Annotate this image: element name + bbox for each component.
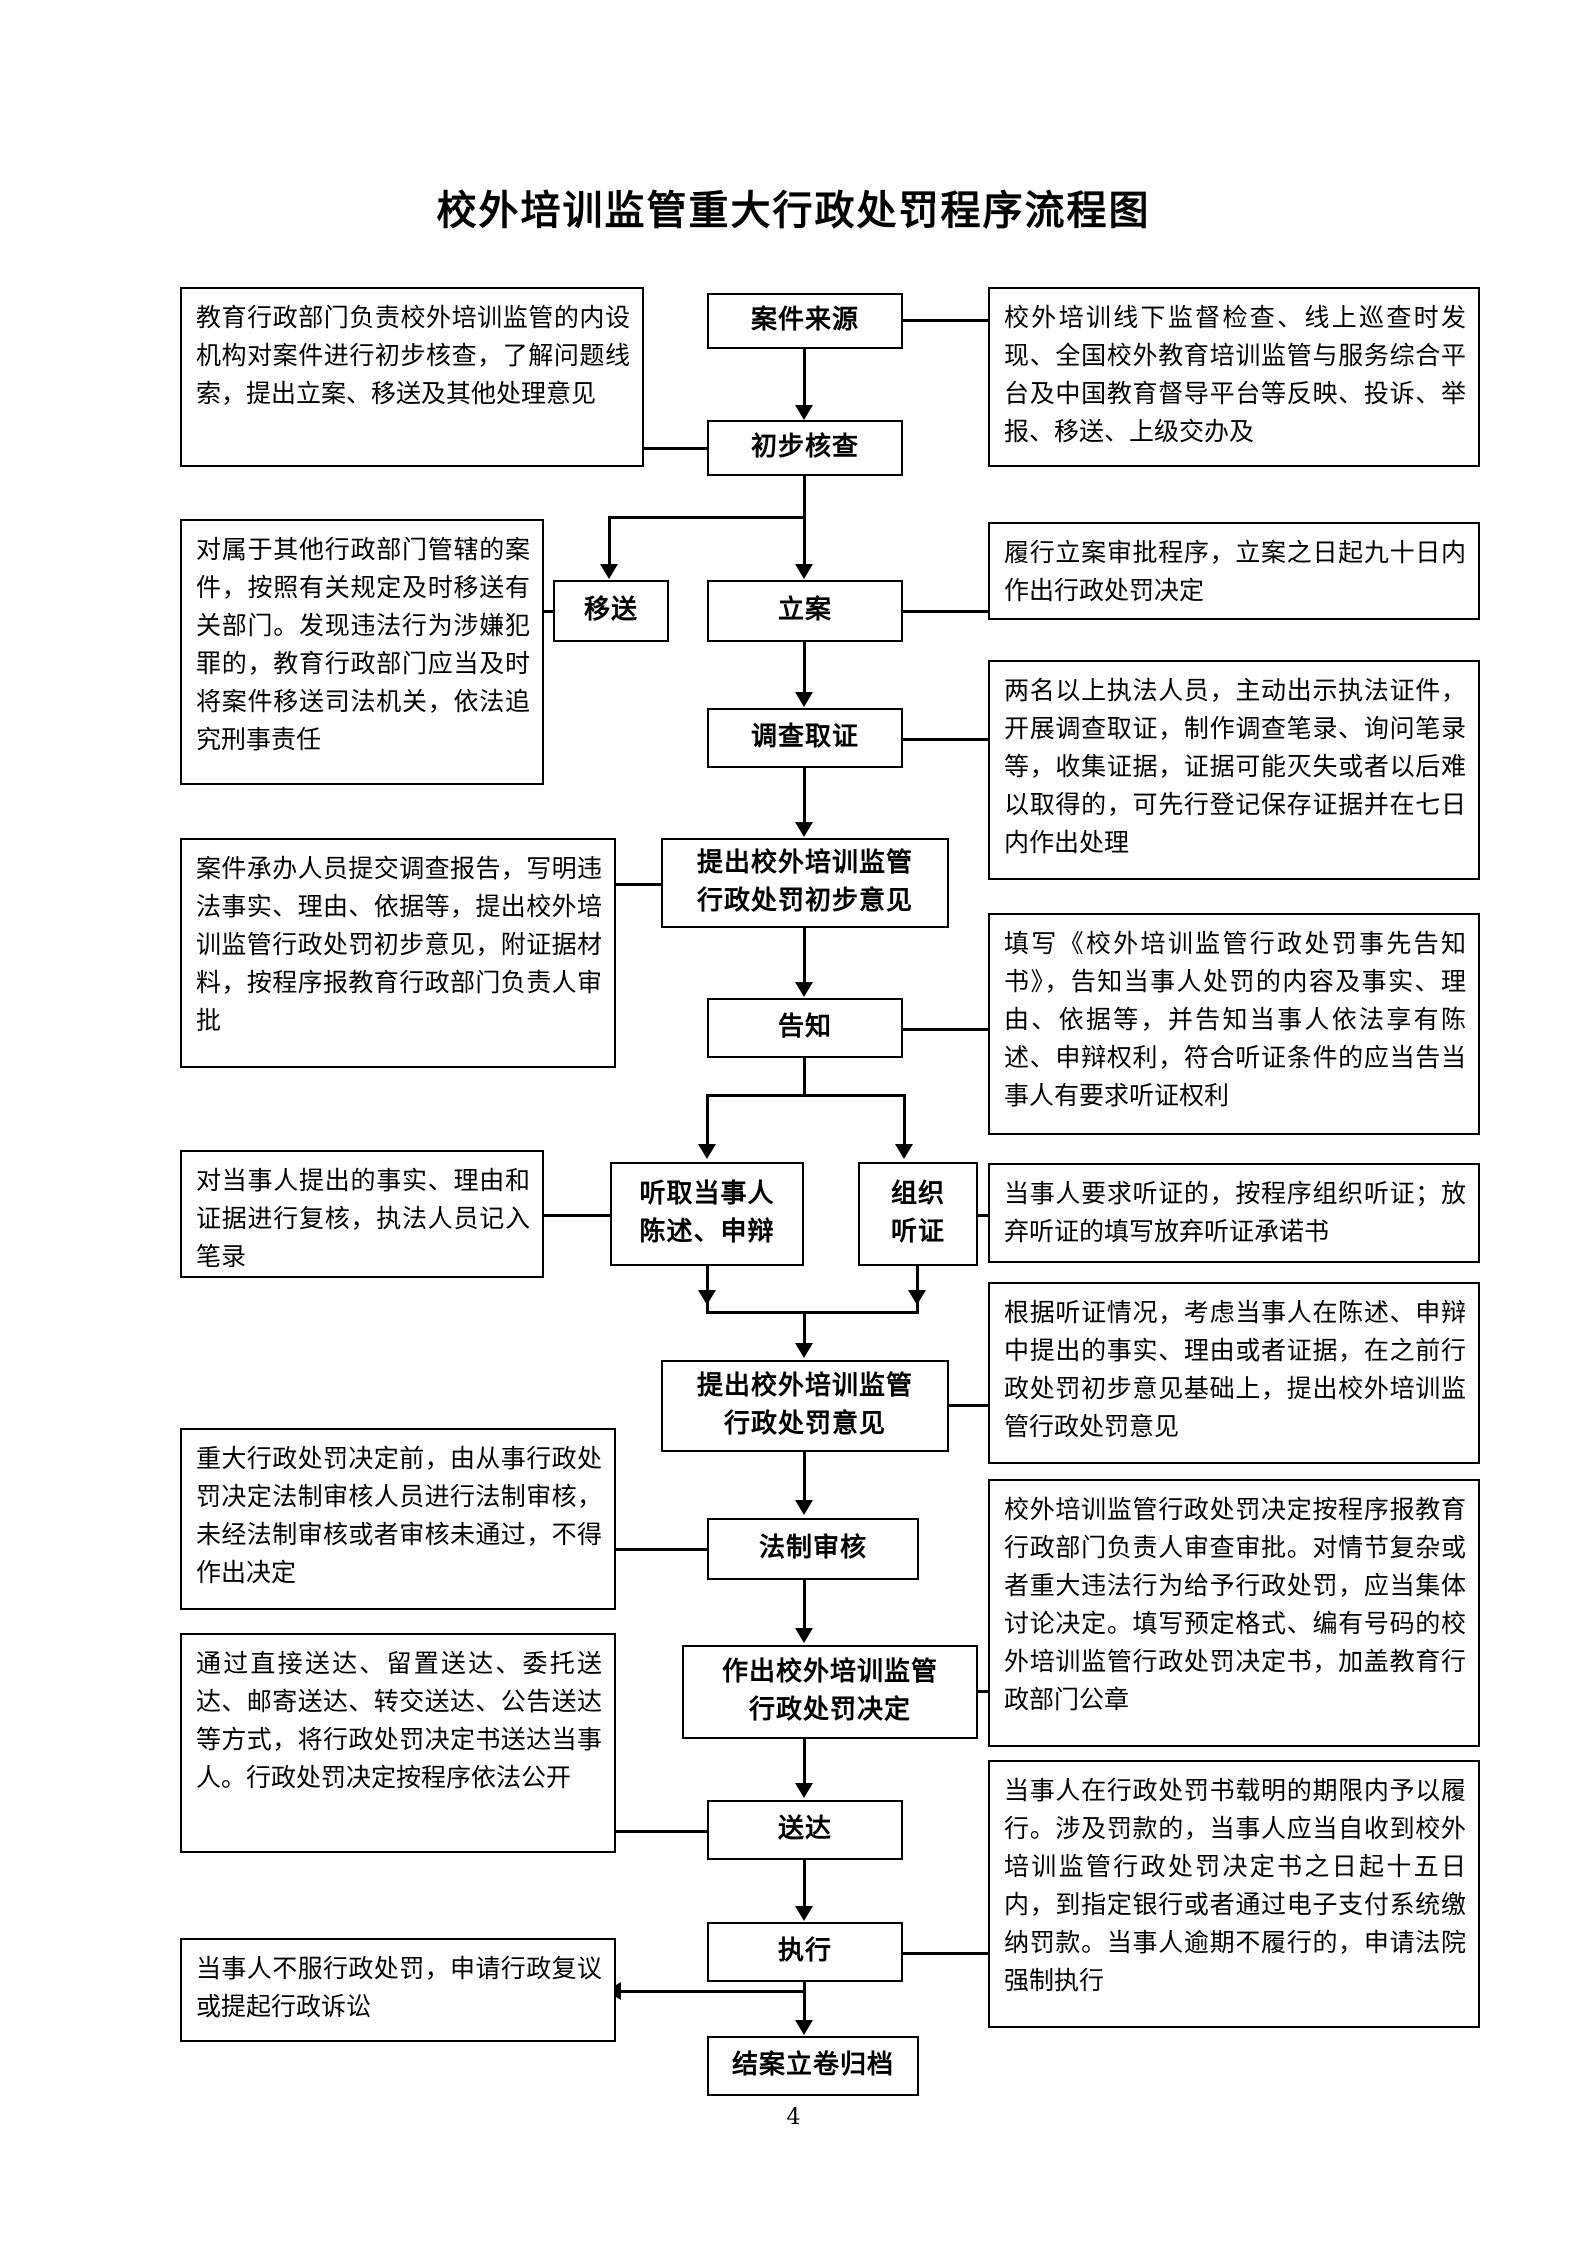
arrow-to-close-archive (795, 2020, 813, 2035)
node-close-archive: 结案立卷归档 (707, 2036, 919, 2096)
arrow-to-preliminary-review (795, 405, 813, 420)
arrow-merge-left (698, 1290, 716, 1305)
page-title: 校外培训监管重大行政处罚程序流程图 (436, 188, 1151, 234)
connector-penalty-opinion-right (949, 1404, 988, 1407)
connector-merge-down (803, 1311, 806, 1347)
node-file-case: 立案 (707, 580, 903, 642)
connector-case-source-right (903, 319, 988, 322)
page-number: 4 (786, 2105, 801, 2130)
arrow-to-investigation (795, 692, 813, 707)
node-organize-hearing: 组织 听证 (858, 1162, 978, 1266)
connector-notification-right (903, 1028, 988, 1031)
node-investigation: 调查取证 (707, 708, 903, 768)
arrow-to-preliminary-opinion (795, 822, 813, 837)
connector-file-case-right (903, 610, 988, 613)
connector-notification-split (706, 1094, 906, 1097)
note-appeal-left: 当事人不服行政处罚，申请行政复议或提起行政诉讼 (180, 1938, 616, 2042)
node-make-decision: 作出校外培训监管 行政处罚决定 (682, 1645, 978, 1739)
connector-organize-hearing-right (978, 1214, 988, 1217)
note-hear-statement-left: 对当事人提出的事实、理由和证据进行复核，执法人员记入笔录 (180, 1150, 544, 1278)
connector-preliminary-opinion-left (616, 883, 661, 886)
node-serve: 送达 (707, 1800, 903, 1860)
connector-execute-to-appeal (620, 1990, 804, 1993)
arrow-to-organize-hearing (895, 1144, 913, 1159)
node-case-source: 案件来源 (707, 293, 903, 349)
node-preliminary-review: 初步核查 (707, 420, 903, 476)
arrow-to-legal-review (795, 1500, 813, 1515)
connector-notification-down (803, 1058, 806, 1096)
connector-serve-down (803, 1860, 806, 1910)
connector-split-to-transfer (608, 516, 611, 568)
note-serve-left: 通过直接送达、留置送达、委托送达、邮寄送达、转交送达、公告送达等方式，将行政处罚… (180, 1633, 616, 1853)
note-file-case-right: 履行立案审批程序，立案之日起九十日内作出行政处罚决定 (988, 522, 1480, 620)
note-penalty-opinion-right: 根据听证情况，考虑当事人在陈述、申辩中提出的事实、理由或者证据，在之前行政处罚初… (988, 1282, 1480, 1464)
node-notification: 告知 (707, 998, 903, 1058)
node-legal-review: 法制审核 (707, 1518, 919, 1580)
node-hear-statement: 听取当事人 陈述、申辩 (610, 1162, 804, 1266)
arrow-to-execute (795, 1906, 813, 1921)
connector-merge-horizontal (706, 1311, 919, 1314)
note-transfer-left: 对属于其他行政部门管辖的案件，按照有关规定及时移送有关部门。发现违法行为涉嫌犯罪… (180, 519, 544, 785)
connector-to-hear-statement (706, 1094, 709, 1148)
connector-investigation-down (803, 768, 806, 826)
note-execute-right: 当事人在行政处罚书载明的期限内予以履行。涉及罚款的，当事人应当自收到校外培训监管… (988, 1760, 1480, 2028)
note-make-decision-right: 校外培训监管行政处罚决定按程序报教育行政部门负责人审查审批。对情节复杂或者重大违… (988, 1479, 1480, 1747)
connector-file-case-down (803, 642, 806, 696)
note-preliminary-review-left: 教育行政部门负责校外培训监管的内设机构对案件进行初步核查，了解问题线索，提出立案… (180, 287, 644, 467)
node-transfer: 移送 (553, 580, 669, 642)
connector-penalty-opinion-down (803, 1452, 806, 1504)
node-penalty-opinion: 提出校外培训监管 行政处罚意见 (661, 1360, 949, 1452)
node-execute: 执行 (707, 1922, 903, 1982)
arrow-to-file-case (795, 564, 813, 579)
connector-transfer-left (544, 610, 555, 613)
note-investigation-right: 两名以上执法人员，主动出示执法证件，开展调查取证，制作调查笔录、询问笔录等，收集… (988, 660, 1480, 880)
arrow-to-transfer (600, 564, 618, 579)
arrow-to-penalty-opinion (795, 1343, 813, 1358)
note-preliminary-opinion-left: 案件承办人员提交调查报告，写明违法事实、理由、依据等，提出校外培训监管行政处罚初… (180, 838, 616, 1068)
connector-execute-right (903, 1952, 988, 1955)
note-case-source-right: 校外培训线下监督检查、线上巡查时发现、全国校外教育培训监管与服务综合平台及中国教… (988, 287, 1480, 467)
arrow-to-notification (795, 982, 813, 997)
arrow-to-make-decision (795, 1628, 813, 1643)
note-legal-review-left: 重大行政处罚决定前，由从事行政处罚决定法制审核人员进行法制审核，未经法制审核或者… (180, 1428, 616, 1610)
connector-to-organize-hearing (903, 1094, 906, 1148)
connector-make-decision-down (803, 1739, 806, 1787)
arrow-to-serve (795, 1783, 813, 1798)
node-preliminary-opinion: 提出校外培训监管 行政处罚初步意见 (661, 838, 949, 928)
note-organize-hearing-right: 当事人要求听证的，按程序组织听证；放弃听证的填写放弃听证承诺书 (988, 1163, 1480, 1263)
connector-hear-statement-left (544, 1214, 610, 1217)
connector-legal-review-down (803, 1580, 806, 1632)
connector-preliminary-review-left (644, 447, 707, 450)
connector-make-decision-right (978, 1690, 988, 1693)
connector-serve-left (616, 1830, 707, 1833)
connector-legal-review-left (616, 1548, 707, 1551)
connector-execute-down (803, 1982, 806, 2024)
connector-investigation-right (903, 738, 988, 741)
arrow-to-hear-statement (698, 1144, 716, 1159)
arrow-merge-right (908, 1290, 926, 1305)
connector-preliminary-opinion-down (803, 928, 806, 986)
connector-preliminary-review-down (803, 476, 806, 518)
connector-case-source-down (803, 349, 806, 409)
note-notification-right: 填写《校外培训监管行政处罚事先告知书》，告知当事人处罚的内容及事实、理由、依据等… (988, 913, 1480, 1135)
connector-split-horizontal (608, 516, 806, 519)
connector-split-to-file-case (803, 516, 806, 568)
